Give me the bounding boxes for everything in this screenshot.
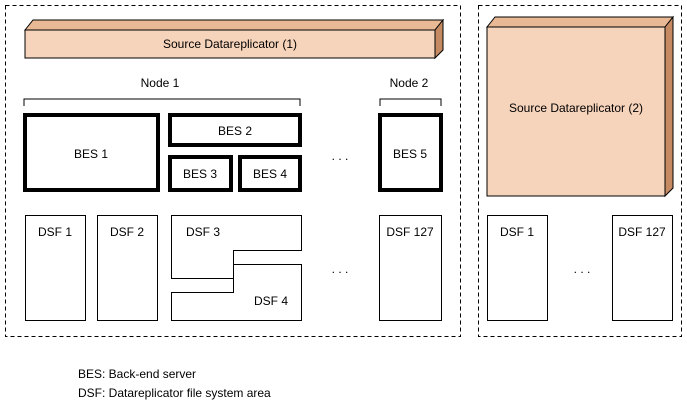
bes-5-label: BES 5 bbox=[393, 147, 427, 161]
bes-ellipsis: . . . bbox=[332, 149, 349, 163]
dsf-2-label: DSF 2 bbox=[110, 225, 144, 239]
source-datareplicator-1-label: Source Datareplicator (1) bbox=[163, 37, 297, 51]
bes-4-label: BES 4 bbox=[253, 167, 287, 181]
legend-dsf: DSF: Datareplicator file system area bbox=[78, 386, 271, 400]
bes-3-label: BES 3 bbox=[183, 167, 217, 181]
node-2-bracket bbox=[379, 98, 442, 106]
bes-2-box bbox=[168, 113, 302, 147]
right-dsf-1-area bbox=[487, 215, 548, 321]
right-dsf-ellipsis: . . . bbox=[574, 262, 591, 276]
right-dsf-127-label: DSF 127 bbox=[618, 225, 666, 239]
dsf-127-area bbox=[379, 215, 442, 321]
right-dsf-1-label: DSF 1 bbox=[500, 225, 534, 239]
node-1-bracket bbox=[23, 98, 301, 106]
dsf-4-label: DSF 4 bbox=[254, 294, 288, 308]
dsf-3-label: DSF 3 bbox=[186, 225, 220, 239]
bes-1-box bbox=[23, 113, 160, 192]
dsf-2-area bbox=[97, 215, 158, 321]
bes-3-box bbox=[168, 155, 233, 192]
dsf-1-area bbox=[25, 215, 86, 321]
bes-4-box bbox=[238, 155, 302, 192]
dsf-3-area bbox=[171, 215, 302, 279]
dsf-4-area bbox=[171, 264, 302, 321]
source-datareplicator-1: Source Datareplicator (1) bbox=[23, 18, 445, 60]
legend-bes: BES: Back-end server bbox=[78, 367, 196, 381]
dsf-ellipsis: . . . bbox=[332, 262, 349, 276]
left-group-border bbox=[5, 5, 461, 337]
node-2-label: Node 2 bbox=[390, 76, 429, 90]
bes-5-box bbox=[378, 113, 443, 192]
node-1-label: Node 1 bbox=[141, 76, 180, 90]
bes-2-label: BES 2 bbox=[218, 124, 252, 138]
source-datareplicator-2: Source Datareplicator (2) bbox=[485, 15, 675, 198]
dsf-1-label: DSF 1 bbox=[38, 225, 72, 239]
source-datareplicator-2-label: Source Datareplicator (2) bbox=[509, 101, 643, 115]
bes-1-label: BES 1 bbox=[74, 147, 108, 161]
right-dsf-127-area bbox=[612, 215, 673, 321]
right-group-border bbox=[478, 5, 682, 337]
dsf-127-label: DSF 127 bbox=[386, 225, 434, 239]
